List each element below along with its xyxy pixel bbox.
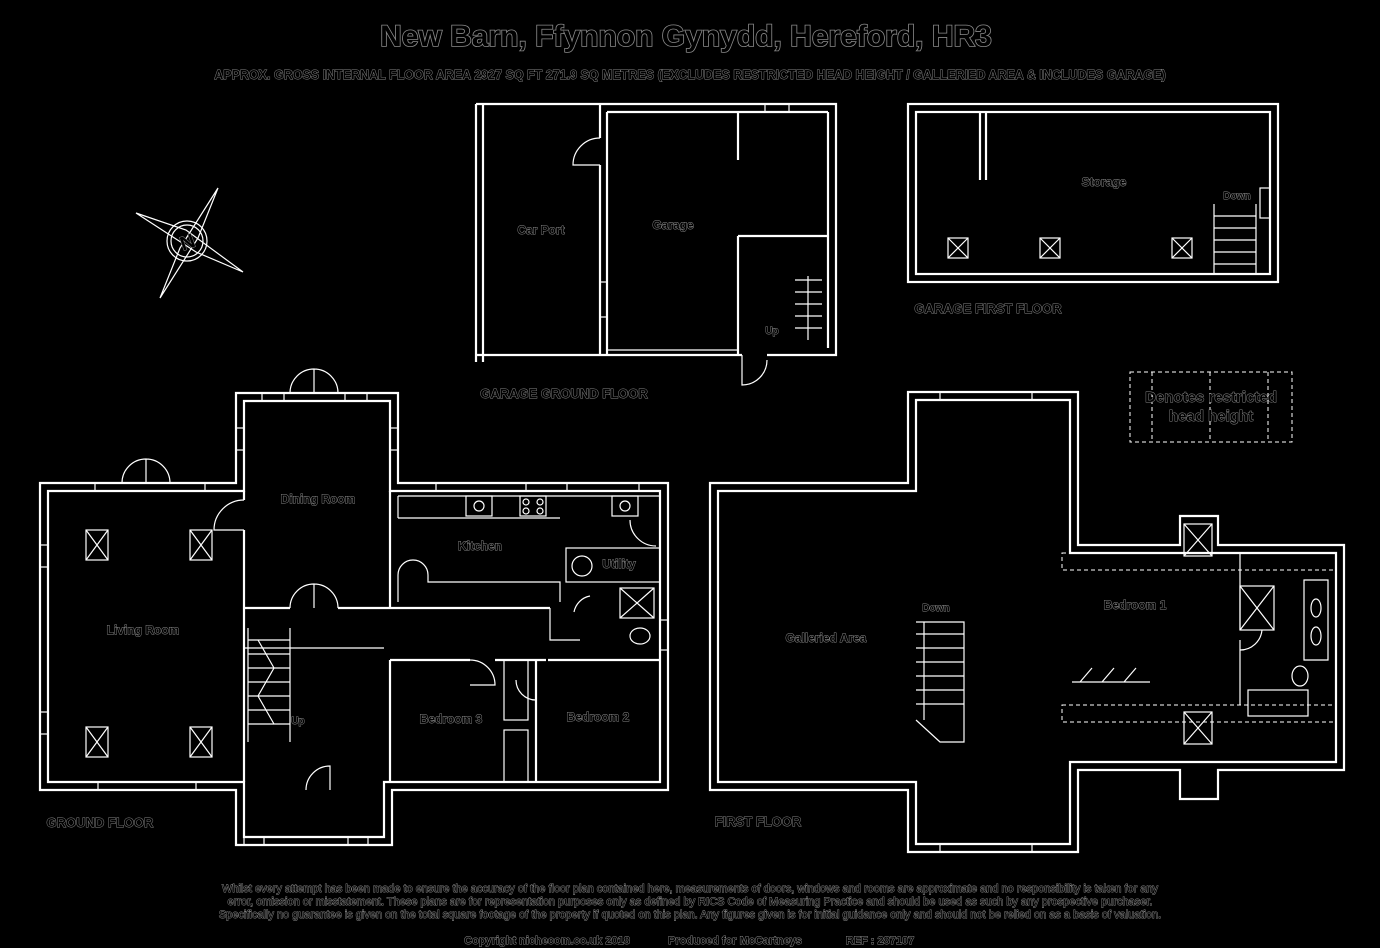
disclaimer-line-2: error, omission or misstatement. These p… — [228, 896, 1153, 908]
label-first-floor: FIRST FLOOR — [715, 814, 802, 829]
footer-copyright: Copyright nichecom.co.uk 2018 — [464, 935, 630, 947]
plan-title: New Barn, Ffynnon Gynydd, Hereford, HR3 — [380, 20, 992, 53]
room-galleried-area: Galleried Area — [786, 631, 867, 645]
label-garage-ground-floor: GARAGE GROUND FLOOR — [480, 386, 648, 401]
label-garage-first-floor: GARAGE FIRST FLOOR — [914, 301, 1062, 316]
room-bedroom-1: Bedroom 1 — [1104, 598, 1167, 612]
room-garage: Garage — [652, 218, 694, 232]
first-stairs-down: Down — [922, 603, 949, 614]
compass-north-label: N — [177, 230, 198, 256]
room-kitchen: Kitchen — [458, 539, 502, 553]
legend-line-2: head height — [1169, 408, 1253, 425]
garage-ground-floor: Car Port Garage Up GARAGE GROUND FLOOR — [474, 102, 838, 401]
label-ground-floor: GROUND FLOOR — [47, 815, 154, 830]
room-car-port: Car Port — [517, 223, 564, 237]
footer-ref: REF : 287107 — [846, 935, 914, 947]
ground-stairs-up: Up — [291, 716, 304, 727]
room-bedroom-2: Bedroom 2 — [567, 710, 630, 724]
compass-icon: N — [135, 187, 244, 299]
room-utility: Utility — [602, 557, 636, 571]
legend-line-1: Denotes restricted — [1145, 389, 1277, 406]
first-floor: Galleried Area Bedroom 1 Down FIRST FLOO… — [708, 390, 1346, 854]
room-storage: Storage — [1082, 175, 1127, 189]
garage-stairs-up: Up — [765, 326, 778, 337]
disclaimer-line-3: Specifically no guarantee is given on th… — [219, 909, 1161, 921]
disclaimer-line-1: Whilst every attempt has been made to en… — [222, 883, 1159, 895]
garage-first-floor: Storage Down GARAGE FIRST FLOOR — [906, 102, 1280, 316]
footer-produced-for: Produced for McCartneys — [668, 935, 802, 947]
plan-subtitle: APPROX. GROSS INTERNAL FLOOR AREA 2927 S… — [214, 68, 1166, 82]
room-dining: Dining Room — [281, 492, 356, 506]
footer: Whilst every attempt has been made to en… — [218, 883, 1161, 948]
room-bedroom-3: Bedroom 3 — [420, 712, 483, 726]
legend-restricted-head-height: Denotes restricted head height — [1129, 371, 1293, 443]
ground-floor: Living Room Dining Room Kitchen Utility … — [38, 368, 670, 847]
storage-stairs-down: Down — [1223, 191, 1250, 202]
room-living: Living Room — [107, 623, 180, 637]
